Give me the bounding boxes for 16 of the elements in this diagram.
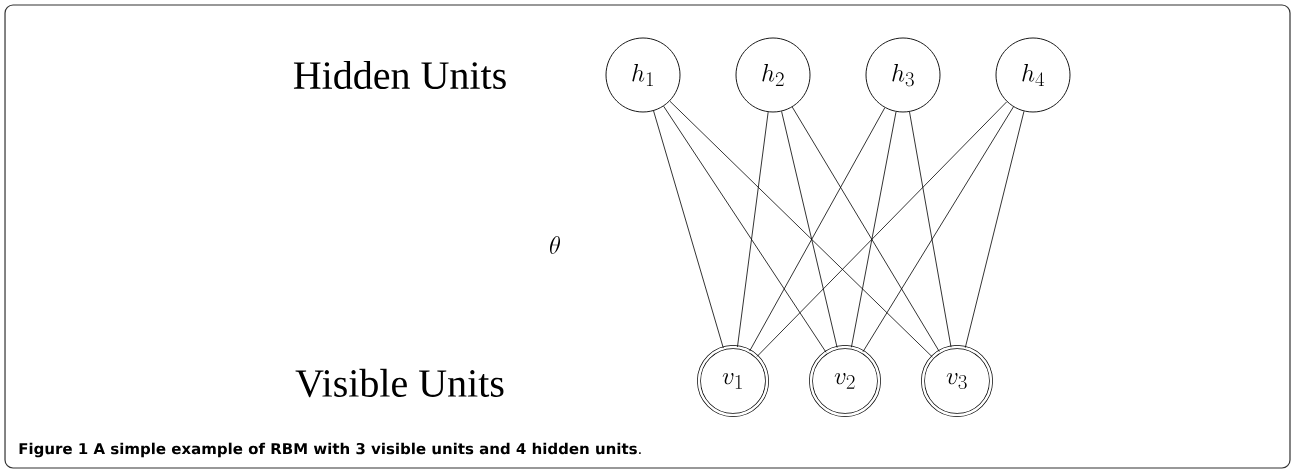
connection-line (756, 101, 1008, 357)
layer-label: Hidden Units (293, 60, 506, 90)
connection-line (749, 107, 886, 352)
connection-line (737, 111, 769, 348)
layer-label: Visible Units (295, 368, 504, 398)
connection-line (663, 105, 827, 353)
connection-line (653, 110, 724, 349)
connection-line (781, 111, 838, 348)
connection-line (791, 106, 940, 352)
connection-line (851, 111, 897, 348)
connection-line (909, 111, 952, 348)
connection-line (669, 100, 933, 358)
connection-line (862, 106, 1014, 353)
connection-line (964, 110, 1025, 349)
theta-symbol: $\theta$ (550, 236, 560, 254)
caption: Figure 1 A simple example of RBM with 3 visible units and 4 hidden units. (19, 442, 641, 458)
